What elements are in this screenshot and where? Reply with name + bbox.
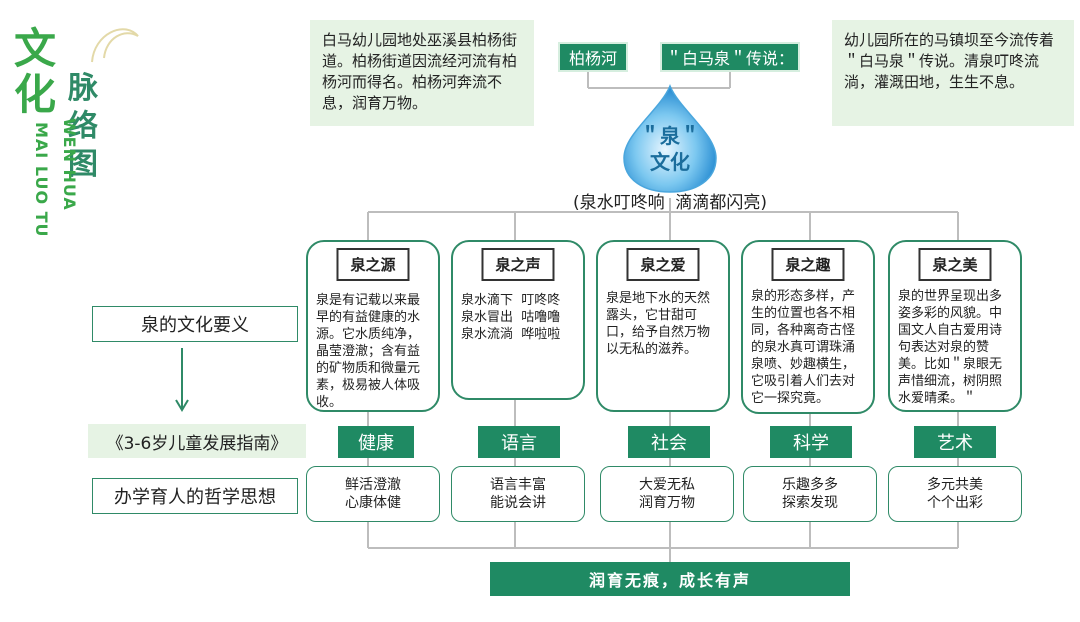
legend-info-box: 幼儿园所在的马镇坝至今流传着＂白马泉＂传说。清泉叮咚流淌，灌溉田地，生生不息。 (832, 20, 1074, 126)
river-tag: 柏杨河 (558, 42, 628, 72)
philosophy-line: 语言丰富 (490, 477, 546, 493)
card-title: 泉之源 (336, 248, 410, 281)
river-info-box: 白马幼儿园地处巫溪县柏杨街道。柏杨街道因流经河流有柏杨河而得名。柏杨河奔流不息，… (310, 20, 534, 126)
card-title: 泉之美 (918, 248, 992, 281)
card-text: 泉的形态多样，产生的位置也各不相同，各种离奇古怪的泉水真可谓珠涌泉喷、妙趣横生，… (751, 289, 856, 406)
card-source: 泉之源 泉是有记载以来最早的有益健康的水源。它水质纯净，晶莹澄澈；含有益的矿物质… (306, 240, 440, 412)
philosophy-line: 大爱无私 (639, 477, 695, 493)
card-sound: 泉之声 泉水滴下 叮咚咚 泉水冒出 咕噜噜 泉水流淌 哗啦啦 (451, 240, 585, 400)
slogan: (泉水叮咚响 滴滴都闪亮) (572, 193, 768, 213)
domain-tag-health: 健康 (338, 426, 414, 458)
philosophy-box-language: 语言丰富能说会讲 (451, 466, 585, 522)
down-arrow (175, 348, 189, 412)
domain-tag-language: 语言 (478, 426, 560, 458)
philosophy-line: 探索发现 (782, 495, 838, 511)
logo: 文化 脉络图 WEN HUA MAI LUO TU (14, 14, 139, 274)
philosophy-box-health: 鲜活澄澈心康体健 (306, 466, 440, 522)
domain-tag-society: 社会 (628, 426, 710, 458)
card-beauty: 泉之美 泉的世界呈现出多姿多彩的风貌。中国文人自古爱用诗句表达对泉的赞美。比如＂… (888, 240, 1022, 412)
legend-tag: ＂白马泉＂传说： (660, 42, 800, 72)
philosophy-line: 个个出彩 (927, 495, 983, 511)
logo-pinyin-2: MAI LUO TU (32, 122, 51, 238)
philosophy-box-society: 大爱无私润育万物 (600, 466, 734, 522)
card-love: 泉之爱 泉是地下水的天然露头，它甘甜可口，给予自然万物以无私的滋养。 (596, 240, 730, 412)
meaning-label: 泉的文化要义 (92, 306, 298, 342)
philosophy-line: 心康体健 (345, 495, 401, 511)
drop-title-2: 文化 (650, 150, 690, 174)
water-drop-icon (623, 84, 717, 193)
card-text: 泉是有记载以来最早的有益健康的水源。它水质纯净，晶莹澄澈；含有益的矿物质和微量元… (316, 293, 421, 410)
drop-title-1: ＂泉＂ (640, 124, 700, 148)
philosophy-line: 乐趣多多 (782, 477, 838, 493)
domain-tag-art: 艺术 (914, 426, 996, 458)
card-title: 泉之趣 (771, 248, 845, 281)
philosophy-line: 能说会讲 (490, 495, 546, 511)
card-text: 泉水滴下 叮咚咚 泉水冒出 咕噜噜 泉水流淌 哗啦啦 (461, 293, 561, 342)
bottom-banner: 润育无痕，成长有声 (490, 562, 850, 596)
domain-tag-science: 科学 (770, 426, 852, 458)
philosophy-line: 润育万物 (639, 495, 695, 511)
philosophy-line: 鲜活澄澈 (345, 477, 401, 493)
card-title: 泉之声 (481, 248, 555, 281)
logo-swirl-icon (91, 28, 139, 63)
philosophy-box-art: 多元共美个个出彩 (888, 466, 1022, 522)
philosophy-label: 办学育人的哲学思想 (92, 478, 298, 514)
logo-pinyin-1: WEN HUA (60, 118, 79, 211)
philosophy-box-science: 乐趣多多探索发现 (743, 466, 877, 522)
logo-title: 文化 (14, 24, 57, 119)
card-text: 泉的世界呈现出多姿多彩的风貌。中国文人自古爱用诗句表达对泉的赞美。比如＂泉眼无声… (898, 289, 1003, 406)
card-fun: 泉之趣 泉的形态多样，产生的位置也各不相同，各种离奇古怪的泉水真可谓珠涌泉喷、妙… (741, 240, 875, 414)
logo-subtitle: 脉络图 (68, 71, 98, 182)
card-title: 泉之爱 (626, 248, 700, 281)
card-text: 泉是地下水的天然露头，它甘甜可口，给予自然万物以无私的滋养。 (606, 291, 711, 357)
guide-label: 《3-6岁儿童发展指南》 (88, 424, 306, 458)
philosophy-line: 多元共美 (927, 477, 983, 493)
